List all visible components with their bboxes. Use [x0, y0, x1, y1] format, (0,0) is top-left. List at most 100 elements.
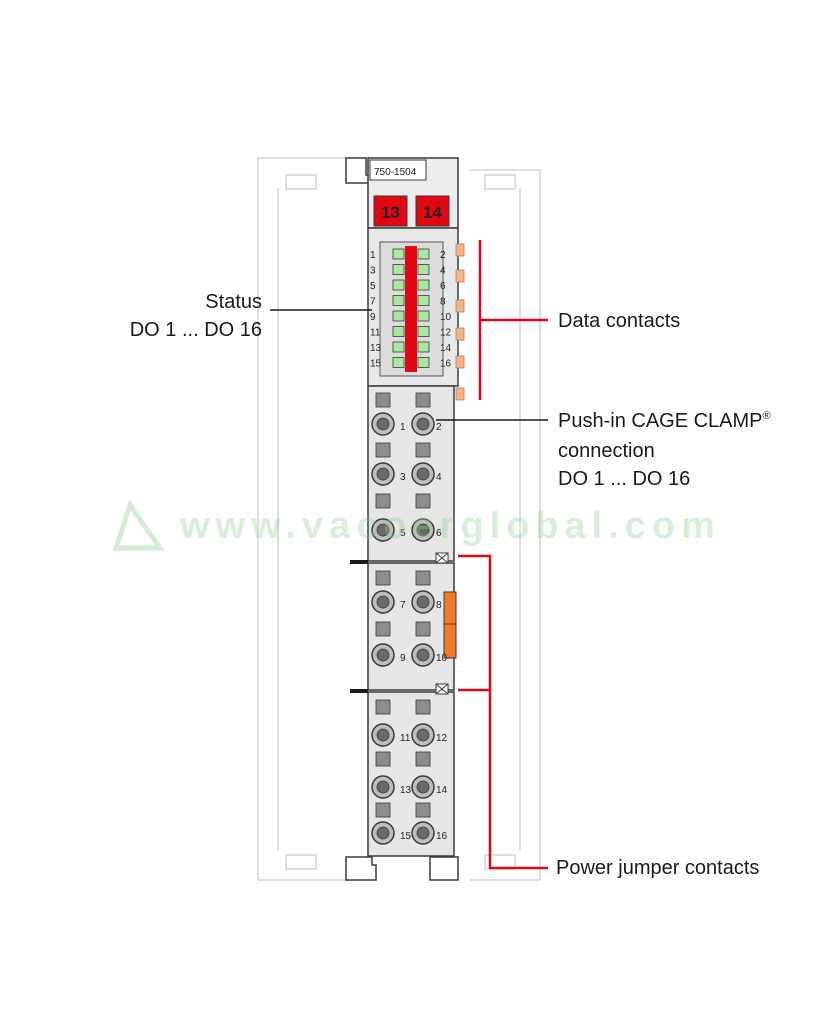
- status-leds: [392, 248, 430, 368]
- wire-entry-hole: [416, 595, 430, 609]
- status-led: [417, 357, 430, 368]
- status-led-number: 13: [370, 343, 382, 354]
- terminal-number: 1: [400, 422, 406, 433]
- pushin-label-line3: DO 1 ... DO 16: [558, 468, 690, 490]
- status-led: [417, 279, 430, 291]
- status-led: [392, 264, 405, 275]
- wire-entry-hole: [376, 780, 390, 794]
- latch-icon: [443, 591, 457, 659]
- svg-text:www.vacoerglobal.com: www.vacoerglobal.com: [179, 505, 721, 547]
- release-button[interactable]: [415, 621, 431, 637]
- release-button[interactable]: [415, 570, 431, 586]
- wire-entry-hole: [376, 728, 390, 742]
- data-contact-tab: [455, 327, 465, 341]
- terminal-number: 6: [436, 528, 442, 539]
- terminal-number: 13: [400, 785, 412, 796]
- status-led-number: 11: [370, 328, 381, 339]
- release-button[interactable]: [415, 442, 431, 458]
- power-jumper-marker-1: [435, 552, 449, 564]
- status-led-number: 3: [370, 266, 376, 277]
- status-led: [392, 326, 405, 337]
- wire-entry-hole: [416, 780, 430, 794]
- release-button[interactable]: [375, 392, 391, 408]
- data-contact-tab: [455, 269, 465, 283]
- status-led-number: 10: [440, 312, 452, 323]
- terminal-number: 5: [400, 528, 406, 539]
- status-led-number: 1: [370, 250, 376, 261]
- data-contact-tab: [455, 355, 465, 369]
- status-led-number: 7: [370, 297, 376, 308]
- terminal-number: 2: [436, 422, 442, 433]
- status-led: [417, 295, 430, 306]
- status-led: [417, 310, 430, 322]
- status-led: [392, 279, 405, 291]
- terminal-number: 16: [436, 831, 448, 842]
- status-led: [392, 295, 405, 306]
- wire-entry-hole: [376, 523, 390, 537]
- release-button[interactable]: [415, 493, 431, 509]
- status-led: [417, 248, 430, 260]
- wire-entry-hole: [376, 648, 390, 662]
- power-jumper-marker-2: [435, 683, 449, 695]
- release-button[interactable]: [375, 493, 391, 509]
- led-center-bar: [405, 246, 417, 372]
- terminal-number: 9: [400, 653, 406, 664]
- data-contact-tab: [455, 387, 465, 401]
- status-led: [417, 264, 430, 275]
- terminal-number: 3: [400, 472, 406, 483]
- power-jumper-label: Power jumper contacts: [556, 857, 759, 879]
- wire-entry-hole: [416, 648, 430, 662]
- status-led-number: 14: [440, 343, 452, 354]
- terminal-number: 8: [436, 600, 442, 611]
- terminal-row: 9 10: [371, 621, 448, 667]
- wire-entry-hole: [376, 595, 390, 609]
- status-led-number: 8: [440, 297, 446, 308]
- watermark: www.vacoerglobal.com: [112, 499, 721, 551]
- release-button[interactable]: [415, 751, 431, 767]
- wire-entry-hole: [416, 417, 430, 431]
- model-number: 750-1504: [374, 167, 417, 178]
- wire-entry-hole: [376, 826, 390, 840]
- terminal-number: 12: [436, 733, 448, 744]
- terminal-number: 14: [436, 785, 448, 796]
- svg-text:14: 14: [423, 203, 442, 222]
- status-led-number: 6: [440, 281, 446, 292]
- terminal-row: 13 14: [371, 751, 448, 799]
- pushin-label-line2: connection: [558, 440, 655, 462]
- release-button[interactable]: [375, 570, 391, 586]
- data-contact-tab: [455, 243, 465, 257]
- release-button[interactable]: [415, 699, 431, 715]
- wire-entry-hole: [376, 467, 390, 481]
- svg-text:13: 13: [381, 203, 400, 222]
- wire-entry-hole: [416, 523, 430, 537]
- wire-entry-hole: [416, 826, 430, 840]
- status-led-number: 9: [370, 312, 376, 323]
- release-button[interactable]: [375, 621, 391, 637]
- release-button[interactable]: [375, 442, 391, 458]
- data-contacts-label: Data contacts: [558, 310, 680, 332]
- status-led-number: 5: [370, 281, 376, 292]
- status-led-number: 16: [440, 359, 452, 370]
- release-button[interactable]: [375, 699, 391, 715]
- terminal-number: 15: [400, 831, 412, 842]
- watermark-logo-icon: [112, 499, 165, 551]
- pushin-label-line1: Push-in CAGE CLAMP®: [558, 410, 771, 432]
- power-jumper-callout-line: [458, 554, 548, 870]
- release-button[interactable]: [415, 392, 431, 408]
- release-button[interactable]: [415, 802, 431, 818]
- status-led: [392, 248, 405, 260]
- status-led-number: 2: [440, 250, 446, 261]
- terminal-number: 10: [436, 653, 448, 664]
- status-led: [392, 341, 405, 353]
- release-button[interactable]: [375, 802, 391, 818]
- status-label-line2: DO 1 ... DO 16: [130, 319, 262, 341]
- release-button[interactable]: [375, 751, 391, 767]
- status-led-number: 4: [440, 266, 446, 277]
